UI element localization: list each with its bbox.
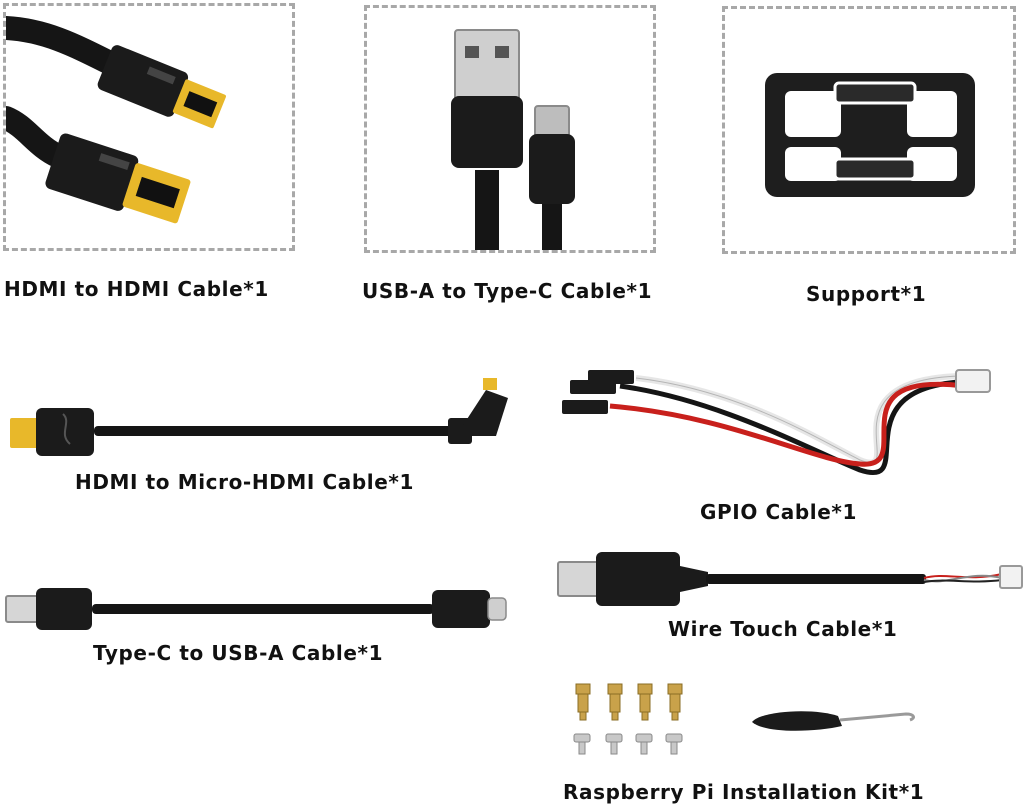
label-raspberry-pi-installation-kit: Raspberry Pi Installation Kit*1 bbox=[563, 780, 925, 804]
label-support: Support*1 bbox=[806, 282, 927, 306]
support-bracket-icon bbox=[765, 73, 975, 197]
label-type-c-to-usb-a-cable: Type-C to USB-A Cable*1 bbox=[93, 641, 384, 665]
touch-cable-icon bbox=[557, 552, 1023, 606]
label-gpio-cable: GPIO Cable*1 bbox=[700, 500, 857, 524]
label-usb-a-to-type-c-cable: USB-A to Type-C Cable*1 bbox=[362, 279, 653, 303]
typec-cable-icon bbox=[5, 588, 507, 630]
micro-hdmi-cable-icon bbox=[10, 378, 508, 456]
label-wire-touch-cable: Wire Touch Cable*1 bbox=[668, 617, 898, 641]
label-hdmi-to-hdmi-cable: HDMI to HDMI Cable*1 bbox=[4, 277, 269, 301]
gpio-cable-icon bbox=[562, 369, 991, 476]
installation-kit-icon bbox=[573, 683, 915, 755]
label-hdmi-to-micro-hdmi-cable: HDMI to Micro-HDMI Cable*1 bbox=[75, 470, 414, 494]
support-frame bbox=[722, 6, 1016, 254]
usb-cable-frame bbox=[364, 5, 656, 253]
hdmi-cable-frame bbox=[3, 3, 295, 251]
hdmi-cable-icon bbox=[6, 16, 226, 224]
usb-cable-icon bbox=[451, 29, 575, 250]
